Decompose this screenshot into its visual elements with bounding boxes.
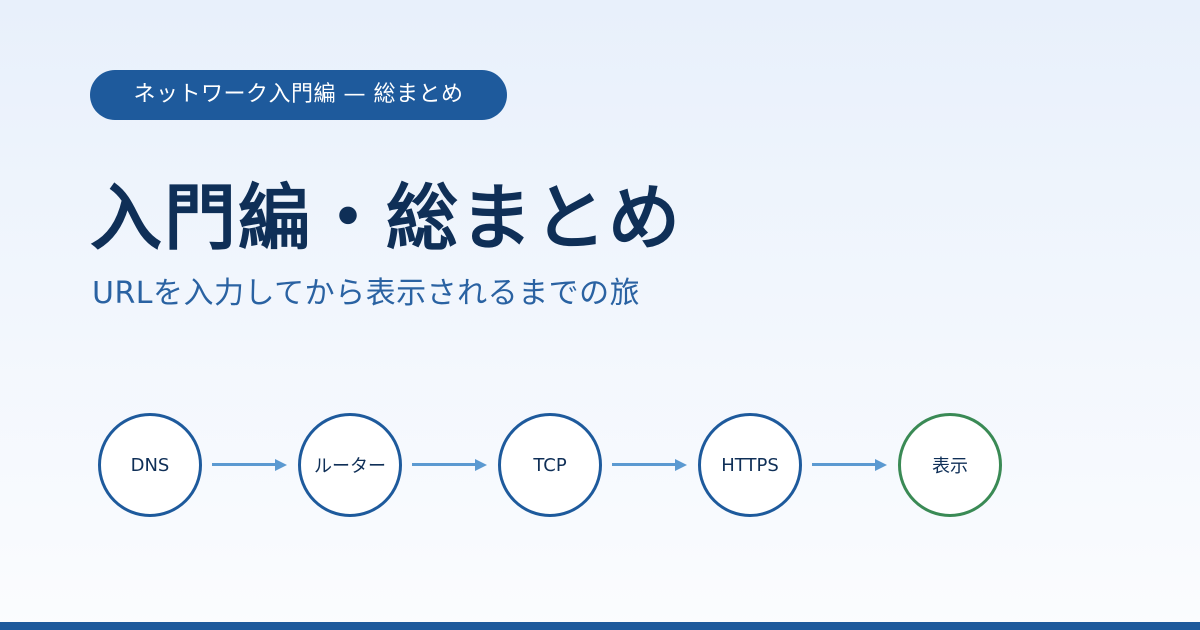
flow-step-label: HTTPS (721, 454, 779, 476)
flow-step-display: 表示 (898, 413, 1002, 517)
arrow-right-icon (212, 459, 287, 471)
arrow-right-icon (412, 459, 487, 471)
flow-step-tcp: TCP (498, 413, 602, 517)
arrow-shaft (812, 463, 875, 466)
flow-step-label: DNS (130, 454, 170, 476)
arrow-shaft (412, 463, 475, 466)
page-subtitle: URLを入力してから表示されるまでの旅 (92, 276, 641, 311)
arrow-right-icon (812, 459, 887, 471)
arrow-right-icon (612, 459, 687, 471)
flow-step-https: HTTPS (698, 413, 802, 517)
arrow-shaft (612, 463, 675, 466)
flow-step-router: ルーター (298, 413, 402, 517)
bottom-accent-bar (0, 622, 1200, 630)
flow-step-dns: DNS (98, 413, 202, 517)
flow-step-label: TCP (533, 454, 567, 476)
flow-step-label: 表示 (932, 456, 968, 477)
arrow-head (475, 459, 487, 471)
category-badge: ネットワーク入門編 — 総まとめ (90, 70, 507, 120)
arrow-head (275, 459, 287, 471)
page-title: 入門編・総まとめ (90, 176, 683, 260)
flow-step-label: ルーター (314, 456, 386, 477)
arrow-shaft (212, 463, 275, 466)
arrow-head (675, 459, 687, 471)
arrow-head (875, 459, 887, 471)
